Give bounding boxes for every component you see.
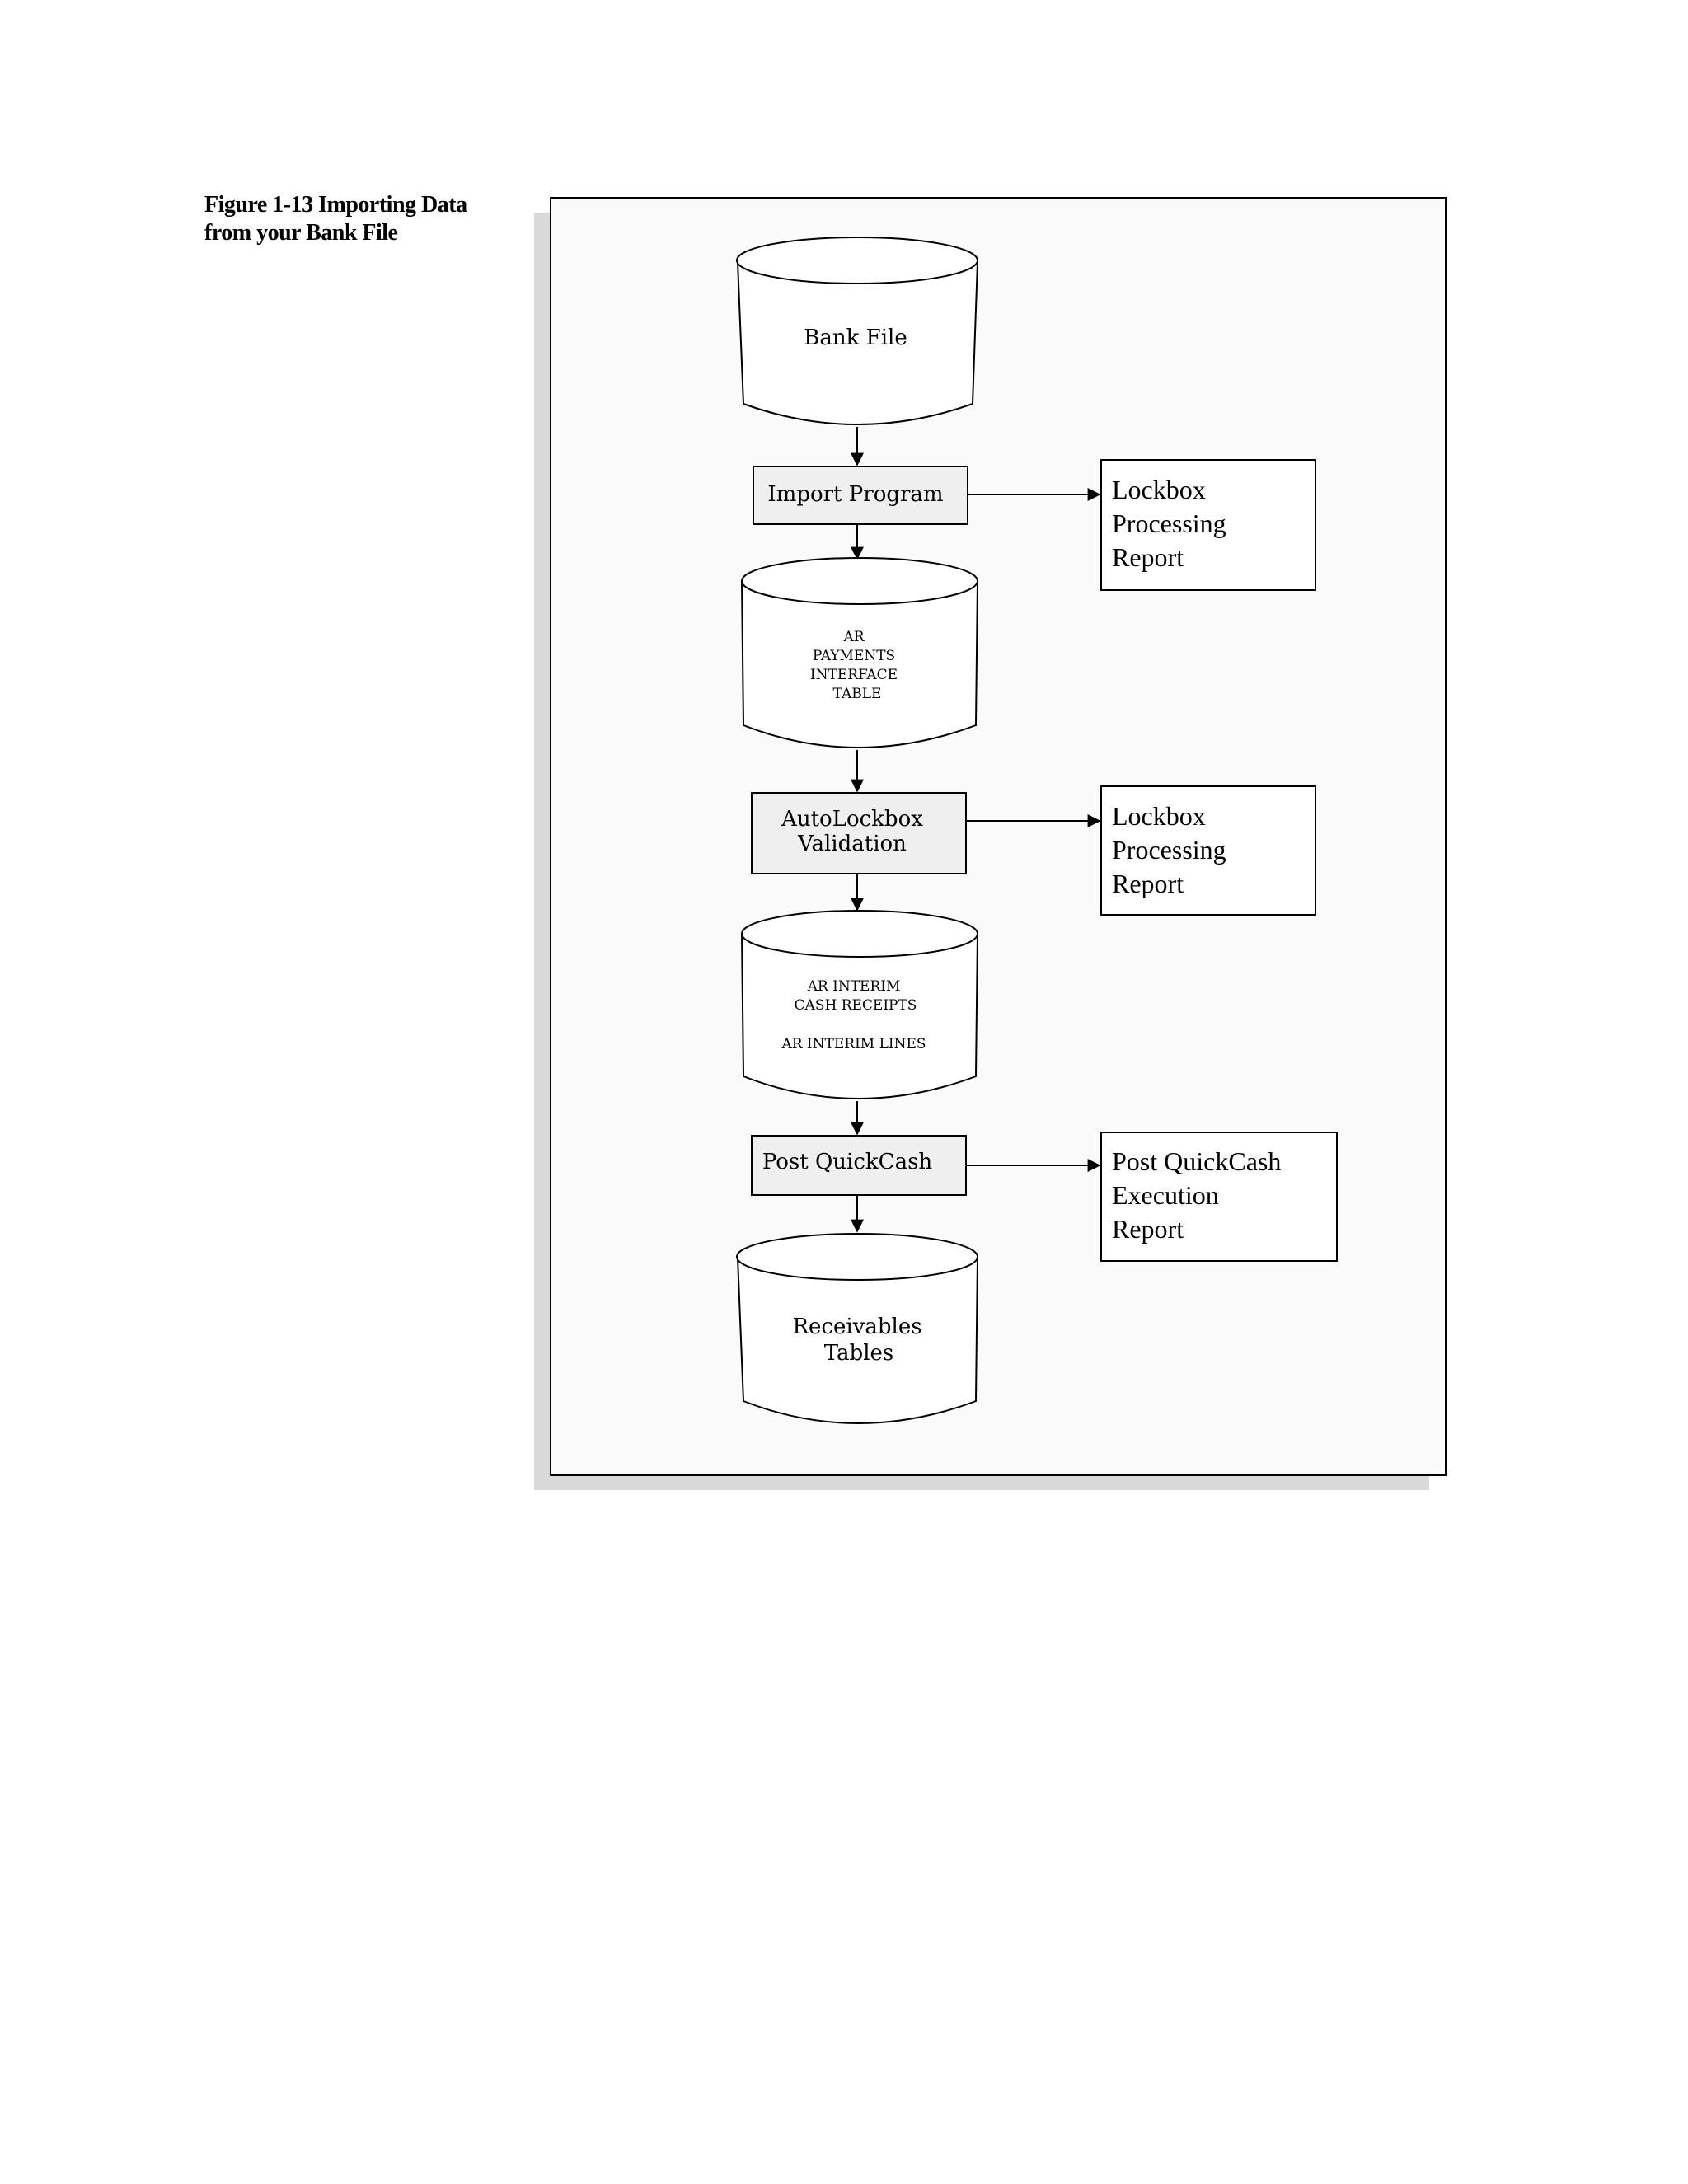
- report-1-line-1: Lockbox: [1112, 475, 1206, 504]
- interim-label-line-2: CASH RECEIPTS: [795, 997, 917, 1014]
- report-1-line-2: Processing: [1112, 509, 1226, 538]
- report-3-line-1: Post QuickCash: [1112, 1146, 1281, 1176]
- interface-label-line-1: AR: [842, 629, 865, 645]
- interface-label-line-3: INTERFACE: [810, 667, 898, 683]
- interim-label-line-3: AR INTERIM LINES: [781, 1036, 926, 1052]
- bank-file-label: Bank File: [804, 326, 907, 350]
- post-quickcash-label: Post QuickCash: [762, 1150, 933, 1174]
- figure-caption-line-1: Figure 1-13 Importing Data: [204, 192, 467, 218]
- receivables-tables-cylinder: Receivables Tables: [736, 1233, 978, 1424]
- interface-label-line-2: PAYMENTS: [813, 648, 895, 664]
- lockbox-processing-report-1: Lockbox Processing Report: [1100, 459, 1316, 591]
- ar-payments-interface-cylinder: AR PAYMENTS INTERFACE TABLE: [741, 557, 978, 748]
- report-2-line-3: Report: [1112, 869, 1184, 898]
- interim-label-line-1: AR INTERIM: [807, 978, 901, 995]
- receivables-label-line-1: Receivables: [792, 1315, 921, 1339]
- autolockbox-label-line-2: Validation: [797, 832, 907, 856]
- report-2-line-2: Processing: [1112, 835, 1226, 865]
- receivables-label-line-2: Tables: [824, 1341, 894, 1366]
- report-1-line-3: Report: [1112, 542, 1184, 572]
- post-quickcash-box: Post QuickCash: [751, 1135, 967, 1196]
- autolockbox-validation-box: AutoLockbox Validation: [751, 792, 967, 874]
- autolockbox-label-line-1: AutoLockbox: [781, 807, 923, 832]
- bank-file-cylinder: Bank File: [736, 237, 978, 425]
- report-3-line-3: Report: [1112, 1214, 1184, 1244]
- report-3-line-2: Execution: [1112, 1180, 1219, 1210]
- quickcash-execution-report: Post QuickCash Execution Report: [1100, 1132, 1338, 1262]
- interface-label-line-4: TABLE: [833, 686, 882, 702]
- lockbox-processing-report-2: Lockbox Processing Report: [1100, 785, 1316, 916]
- import-program-box: Import Program: [753, 466, 968, 525]
- import-program-label: Import Program: [767, 482, 943, 507]
- ar-interim-cylinder: AR INTERIM CASH RECEIPTS AR INTERIM LINE…: [741, 910, 978, 1099]
- figure-caption-line-2: from your Bank File: [204, 220, 398, 246]
- report-2-line-1: Lockbox: [1112, 801, 1206, 831]
- figure-caption: Figure 1-13 Importing Data from your Ban…: [204, 191, 518, 247]
